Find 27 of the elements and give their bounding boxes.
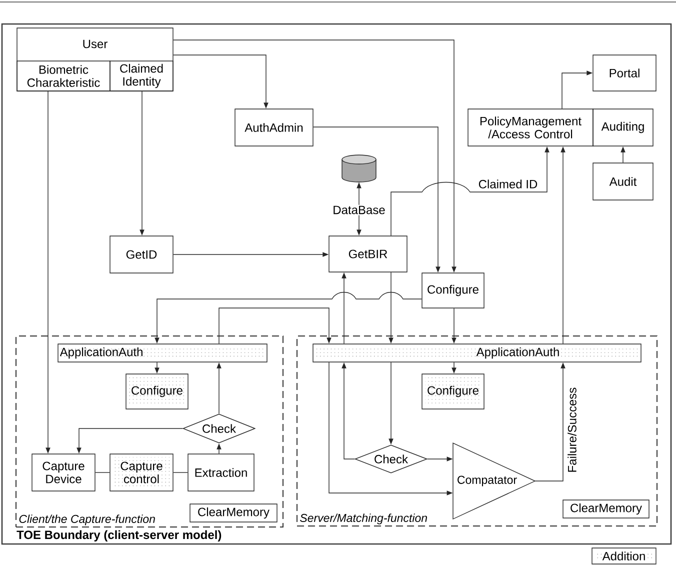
layer-bar: ApplicationAuth: [58, 344, 268, 362]
process-box: ClearMemory: [562, 500, 650, 518]
process-box: GetID: [110, 236, 174, 274]
edge-label: DataBase: [332, 204, 386, 216]
process-box: GetBIR: [328, 236, 408, 272]
process-box: Extraction: [188, 454, 254, 492]
edge-label: Claimed ID: [477, 178, 539, 190]
database-cylinder: [342, 154, 376, 182]
edge-label: Failure/Success: [566, 386, 578, 474]
connector-line: [95, 472, 110, 473]
process-box: Configure: [422, 374, 484, 410]
process-box: Capture control: [110, 454, 174, 492]
process-box: PolicyManagement /Access Control: [468, 108, 594, 146]
process-box: AuthAdmin: [234, 108, 314, 146]
process-box: ClearMemory: [190, 504, 278, 522]
process-box: Auditing: [592, 108, 654, 146]
legend-key: Addition: [592, 548, 656, 564]
process-box: Configure: [422, 272, 484, 308]
arrow: [218, 308, 332, 344]
process-box: Audit: [592, 162, 654, 200]
attribute-cell: Claimed Identity: [110, 60, 174, 92]
process-box: Capture Device: [32, 454, 96, 492]
connector-line: [173, 472, 188, 473]
attribute-cell: Biometric Charakteristic: [16, 60, 110, 92]
process-box: Configure: [126, 374, 188, 410]
layer-bar: ApplicationAuth: [312, 344, 642, 362]
process-box: Portal: [592, 54, 656, 92]
